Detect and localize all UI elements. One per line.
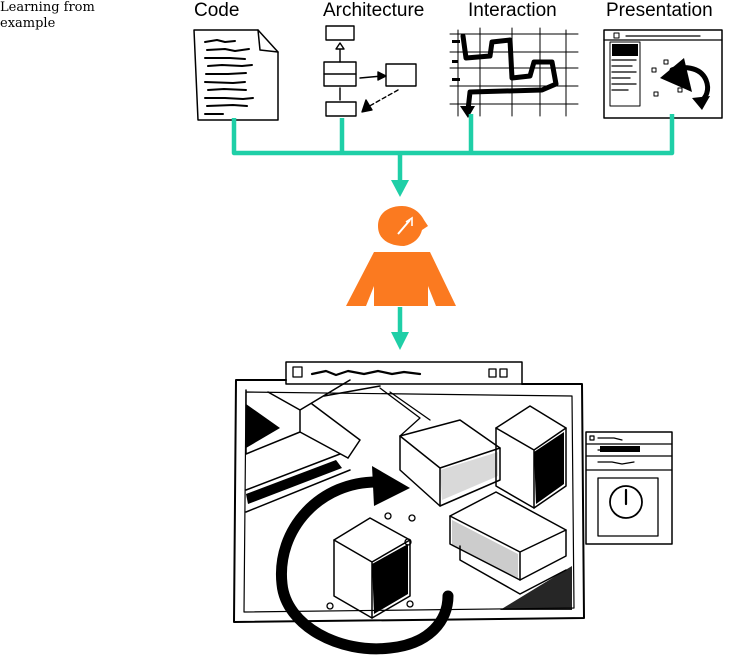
caption: Learning from example <box>0 0 95 31</box>
presentation-window-icon <box>603 29 723 119</box>
arrow-to-learner <box>391 180 409 197</box>
label-interaction: Interaction <box>468 0 557 21</box>
connector-lines <box>231 114 675 336</box>
arrow-to-result <box>391 332 409 350</box>
label-presentation: Presentation <box>606 0 713 21</box>
3d-view-window-icon <box>233 361 585 655</box>
side-panel <box>585 431 673 545</box>
box-diagram-icon <box>323 25 417 117</box>
document-icon <box>193 29 279 121</box>
label-code: Code <box>194 0 240 21</box>
label-architecture: Architecture <box>323 0 425 21</box>
person-icon <box>346 206 456 306</box>
flow-path-icon <box>449 27 579 118</box>
